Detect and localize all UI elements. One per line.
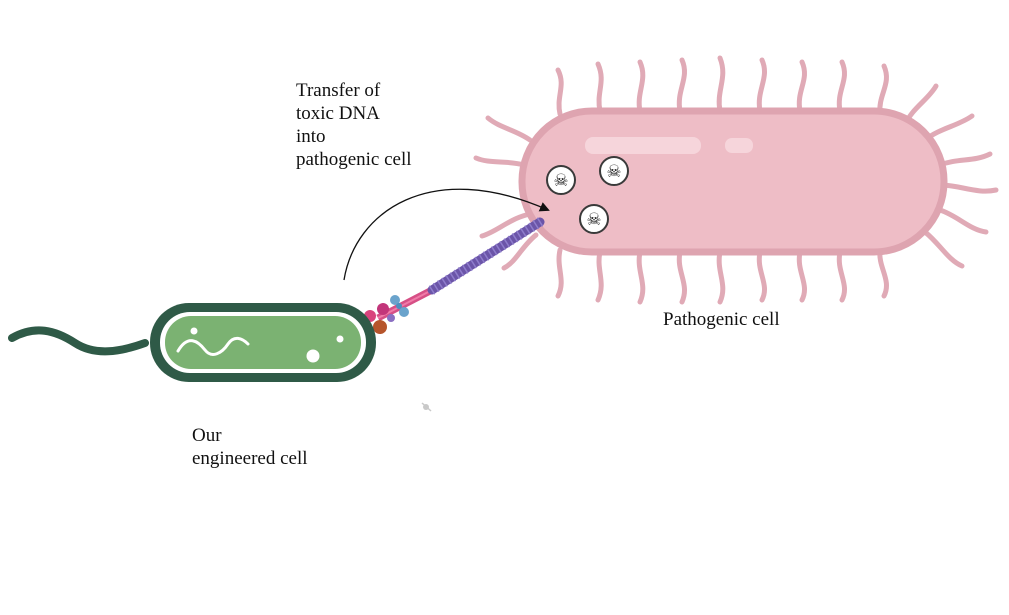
skull-icon: ☠: [546, 165, 576, 195]
svg-text:☠: ☠: [586, 210, 601, 230]
transfer-label: Transfer of toxic DNA into pathogenic ce…: [296, 80, 412, 170]
transfer-arrow: [343, 188, 550, 281]
engineered-cell-label: Our engineered cell: [192, 425, 308, 469]
skull-icon: ☠: [599, 156, 629, 186]
pathogenic-cell-label: Pathogenic cell: [663, 309, 780, 330]
faint-mark: [421, 402, 432, 412]
skull-icon: ☠: [579, 204, 609, 234]
toxin-group: ☠ ☠ ☠: [546, 156, 629, 234]
plasmid-dna: [176, 336, 250, 356]
svg-text:☠: ☠: [606, 162, 621, 182]
flagellum: [8, 326, 149, 356]
pathogenic-cell: [518, 107, 948, 256]
svg-text:☠: ☠: [553, 171, 568, 191]
conjugation-pilus: [376, 217, 545, 322]
engineered-cell: [150, 303, 376, 382]
